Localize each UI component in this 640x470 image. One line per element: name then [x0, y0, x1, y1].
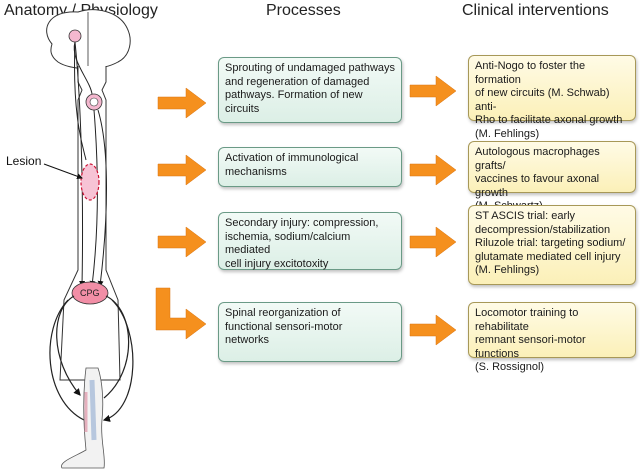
arrow-right-3: [409, 226, 457, 258]
process-box-secondary-injury: Secondary injury: compression, ischemia,…: [218, 212, 402, 270]
arrow-left-2: [157, 154, 207, 186]
arrow-left-3: [157, 226, 207, 258]
processes-header: Processes: [266, 2, 341, 19]
arrow-left-1: [157, 87, 207, 119]
cpg-label: CPG: [80, 288, 100, 298]
arrow-right-1: [409, 75, 457, 107]
cortical-neuron: [68, 29, 82, 43]
anatomy-header: Anatomy / Physiology: [4, 2, 158, 19]
intervention-box-stascis-riluzole: ST ASCIS trial: early decompression/stab…: [468, 205, 636, 285]
spinal-cord: [59, 66, 121, 381]
process-box-sprouting: Sprouting of undamaged pathways and rege…: [218, 57, 402, 123]
process-box-immunological: Activation of immunological mechanisms: [218, 147, 402, 187]
intervention-box-macrophages: Autologous macrophages grafts/ vaccines …: [468, 141, 636, 212]
process-box-spinal-reorganization: Spinal reorganization of functional sens…: [218, 302, 402, 362]
clinical-header: Clinical interventions: [462, 2, 609, 19]
brain-outline: [46, 9, 131, 70]
arrow-right-2: [409, 154, 457, 186]
lesion-label: Lesion: [6, 154, 42, 168]
cpg-node: [71, 281, 109, 305]
arrow-right-4: [409, 314, 457, 346]
intervention-box-locomotor-training: Locomotor training to rehabilitate remna…: [468, 302, 636, 373]
arrow-left-4: [155, 287, 207, 340]
intervention-box-anti-nogo: Anti-Nogo to foster the formation of new…: [468, 55, 636, 140]
leg-outline: [61, 367, 105, 469]
lesion-area: [80, 163, 100, 201]
